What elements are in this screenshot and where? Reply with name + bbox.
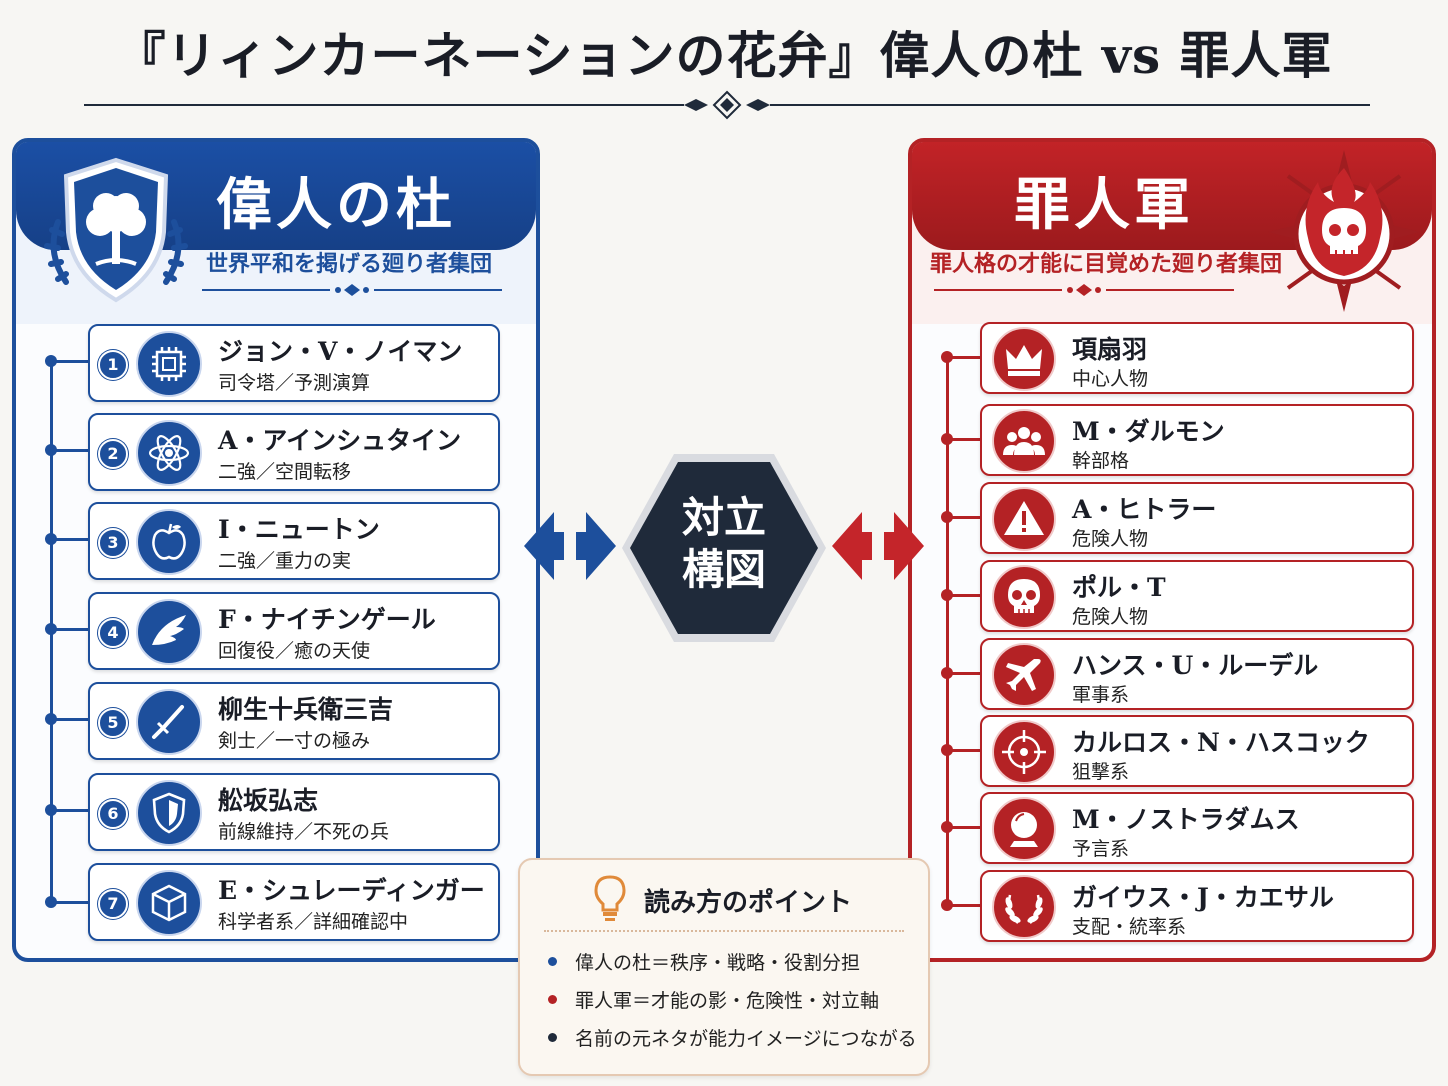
bullet-dot: [548, 957, 557, 966]
point-item: 名前の元ネタが能力イメージにつながる: [548, 1024, 917, 1051]
member-number: 5: [98, 708, 128, 738]
reading-points-box: 読み方のポイント 偉人の杜＝秩序・戦略・役割分担 罪人軍＝才能の影・危険性・対立…: [518, 858, 930, 1076]
member-name: 舩坂弘志: [218, 786, 319, 815]
member-role: 中心人物: [1072, 368, 1149, 390]
member-number: 3: [98, 528, 128, 558]
shield-icon: [136, 780, 202, 846]
member-card[interactable]: カルロス・N・ハスコック 狙撃系: [980, 715, 1414, 787]
member-card[interactable]: 6 舩坂弘志 前線維持／不死の兵: [88, 773, 500, 851]
member-role: 危険人物: [1072, 606, 1149, 628]
bullet-dot: [548, 1033, 557, 1042]
member-name: 項扇羽: [1072, 335, 1148, 364]
double-arrow-red-icon: [832, 512, 924, 580]
member-name: カルロス・N・ハスコック: [1072, 728, 1370, 757]
bullet-dot: [548, 995, 557, 1004]
point-item: 偉人の杜＝秩序・戦略・役割分担: [548, 948, 860, 975]
member-card[interactable]: 3 I・ニュートン 二強／重力の実: [88, 502, 500, 580]
member-name: ジョン・V・ノイマン: [218, 337, 463, 366]
member-card[interactable]: M・ダルモン 幹部格: [980, 404, 1414, 476]
sword-icon: [136, 689, 202, 755]
member-role: 危険人物: [1072, 528, 1149, 550]
member-role: 前線維持／不死の兵: [218, 821, 390, 843]
member-role: 予言系: [1072, 838, 1130, 860]
member-role: 司令塔／予測演算: [218, 372, 371, 394]
panel-great-people: 偉人の杜 世界平和を掲げる廻り者集団 1 ジョン・V・ノイマン 司令塔／予測演算…: [12, 138, 540, 962]
skull-icon: [992, 565, 1056, 629]
title-ornament: [84, 90, 1370, 120]
airplane-icon: [992, 643, 1056, 707]
member-name: F・ナイチンゲール: [218, 605, 436, 634]
member-name: M・ダルモン: [1072, 417, 1225, 446]
member-number: 2: [98, 439, 128, 469]
member-name: ポル・T: [1072, 573, 1166, 602]
member-card[interactable]: ポル・T 危険人物: [980, 560, 1414, 632]
member-card[interactable]: A・ヒトラー 危険人物: [980, 482, 1414, 554]
laurel-icon: [992, 875, 1056, 939]
panel-sinners-army: 罪人軍 罪人格の才能に目覚めた廻り者集団 項扇羽 中心人物 M・ダルモン 幹部格: [908, 138, 1436, 962]
member-card[interactable]: ハンス・U・ルーデル 軍事系: [980, 638, 1414, 710]
member-card[interactable]: 5 柳生十兵衛三吉 剣士／一寸の極み: [88, 682, 500, 760]
member-name: ガイウス・J・カエサル: [1072, 883, 1334, 912]
atom-icon: [136, 420, 202, 486]
chip-icon: [136, 331, 202, 397]
member-role: 幹部格: [1072, 450, 1130, 472]
double-arrow-blue-icon: [524, 512, 616, 580]
member-card[interactable]: 7 E・シュレーディンガー 科学者系／詳細確認中: [88, 863, 500, 941]
flame-skull-icon: [1268, 150, 1420, 312]
reading-points-title: 読み方のポイント: [644, 888, 853, 918]
member-card[interactable]: ガイウス・J・カエサル 支配・統率系: [980, 870, 1414, 942]
tree-shield-icon: [44, 157, 188, 303]
member-name: A・ヒトラー: [1072, 495, 1217, 524]
member-name: A・アインシュタイン: [218, 426, 462, 455]
conflict-hexagon: [622, 454, 826, 642]
member-card[interactable]: 2 A・アインシュタイン 二強／空間転移: [88, 413, 500, 491]
wing-icon: [136, 599, 202, 665]
member-role: 二強／重力の実: [218, 550, 352, 572]
subtitle-ornament: [202, 284, 502, 296]
member-role: 二強／空間転移: [218, 461, 352, 483]
conflict-label: 対立 構図: [681, 493, 766, 594]
member-name: M・ノストラダムス: [1072, 805, 1300, 834]
member-name: ハンス・U・ルーデル: [1072, 651, 1319, 680]
member-role: 科学者系／詳細確認中: [218, 911, 409, 933]
member-name: 柳生十兵衛三吉: [218, 695, 394, 724]
lightbulb-icon: [594, 875, 626, 921]
member-number: 1: [98, 350, 128, 380]
group-icon: [992, 409, 1056, 473]
cube-icon: [136, 870, 202, 936]
member-name: I・ニュートン: [218, 515, 380, 544]
member-card[interactable]: 1 ジョン・V・ノイマン 司令塔／予測演算: [88, 324, 500, 402]
crosshair-icon: [992, 720, 1056, 784]
point-item: 罪人軍＝才能の影・危険性・対立軸: [548, 986, 879, 1013]
warning-icon: [992, 487, 1056, 551]
member-role: 狙撃系: [1072, 761, 1130, 783]
page-title: 『リィンカーネーションの花弁』偉人の杜 vs 罪人軍: [115, 26, 1333, 85]
group-name-great-people: 偉人の杜: [216, 172, 456, 238]
member-number: 6: [98, 799, 128, 829]
group-subtitle-sinners-army: 罪人格の才能に目覚めた廻り者集団: [930, 252, 1283, 277]
member-role: 回復役／癒の天使: [218, 640, 371, 662]
member-number: 4: [98, 618, 128, 648]
member-card[interactable]: M・ノストラダムス 予言系: [980, 792, 1414, 864]
member-role: 剣士／一寸の極み: [218, 730, 371, 752]
crystal-ball-icon: [992, 797, 1056, 861]
member-card[interactable]: 4 F・ナイチンゲール 回復役／癒の天使: [88, 592, 500, 670]
group-name-sinners-army: 罪人軍: [1014, 172, 1194, 238]
member-name: E・シュレーディンガー: [218, 876, 485, 905]
apple-icon: [136, 509, 202, 575]
member-card[interactable]: 項扇羽 中心人物: [980, 322, 1414, 394]
crown-icon: [992, 327, 1056, 391]
member-role: 軍事系: [1072, 684, 1130, 706]
group-subtitle-great-people: 世界平和を掲げる廻り者集団: [206, 252, 493, 277]
member-number: 7: [98, 889, 128, 919]
subtitle-ornament: [934, 284, 1234, 296]
member-role: 支配・統率系: [1072, 916, 1187, 938]
